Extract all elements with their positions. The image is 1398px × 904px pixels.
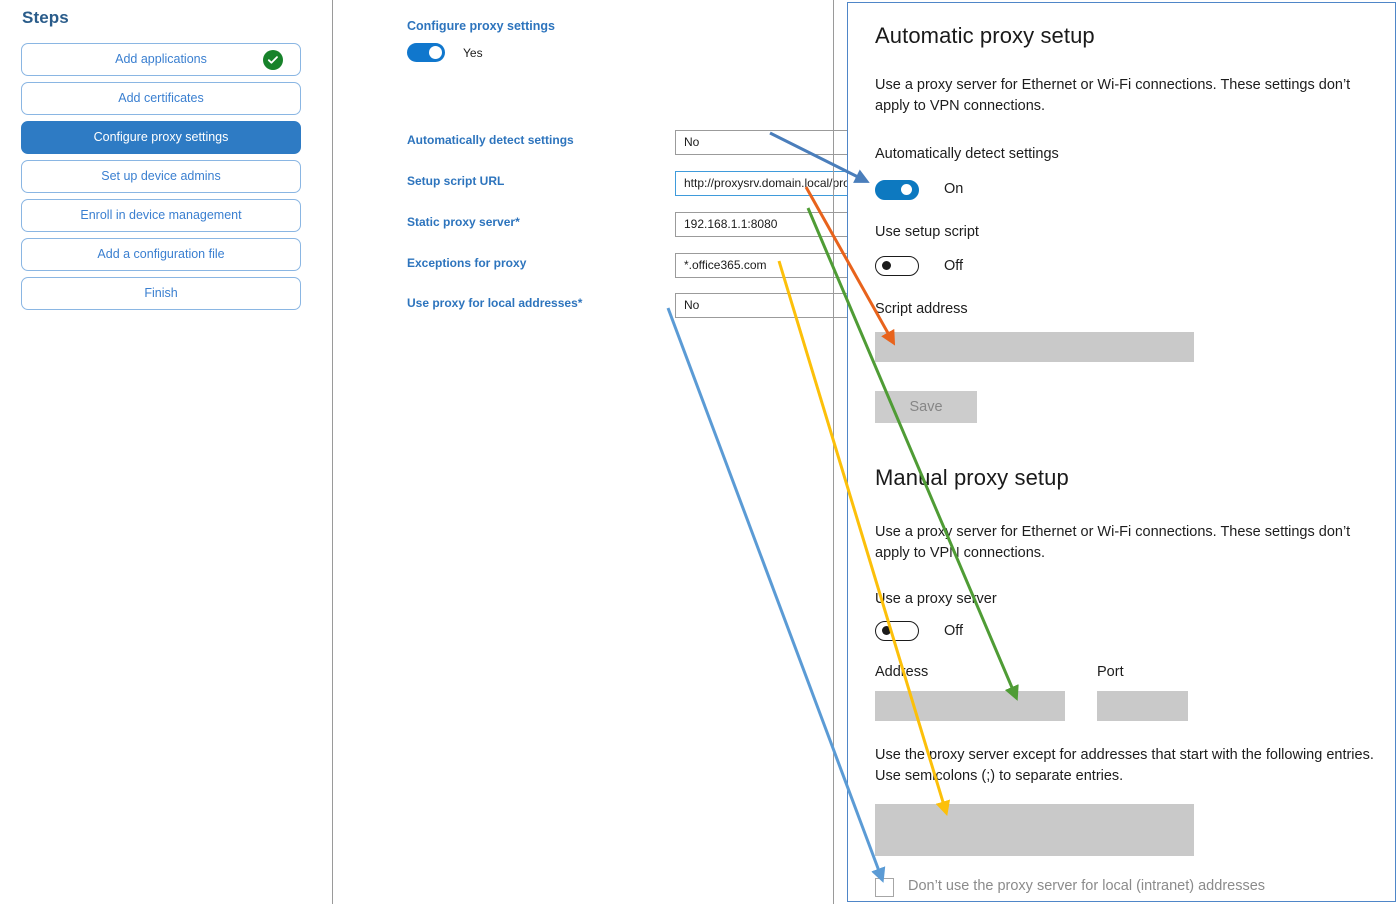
save-button-label: Save (909, 399, 943, 415)
form-heading: Configure proxy settings (407, 19, 555, 33)
select-value: No (684, 298, 700, 312)
script-address-label: Script address (875, 301, 968, 317)
use-a-proxy-server-toggle[interactable] (875, 621, 919, 641)
step-label: Enroll in device management (80, 208, 242, 222)
windows-proxy-settings-screenshot: Automatic proxy setup Use a proxy server… (847, 2, 1396, 902)
field-label: Exceptions for proxy (407, 256, 527, 270)
step-configure-proxy-settings[interactable]: Configure proxy settings (21, 121, 301, 154)
field-label: Use proxy for local addresses* (407, 296, 583, 310)
exceptions-description: Use the proxy server except for addresse… (875, 747, 1374, 784)
select-value: No (684, 135, 700, 149)
toggle-knob (901, 184, 912, 195)
toggle-knob (882, 626, 891, 635)
steps-panel: Steps Add applications Add certificates … (0, 0, 333, 904)
local-intranet-checkbox[interactable] (875, 878, 894, 897)
step-label: Add a configuration file (97, 247, 225, 261)
input-value: *.office365.com (684, 258, 767, 272)
step-label: Add applications (115, 52, 207, 66)
field-label: Automatically detect settings (407, 133, 574, 147)
step-enroll-in-device-management[interactable]: Enroll in device management (21, 199, 301, 232)
use-setup-script-toggle[interactable] (875, 256, 919, 276)
automatic-proxy-setup-description: Use a proxy server for Ethernet or Wi-Fi… (875, 77, 1351, 114)
toggle-knob (882, 261, 891, 270)
field-label: Static proxy server* (407, 215, 520, 229)
use-setup-script-state: Off (944, 258, 964, 274)
steps-title: Steps (22, 8, 69, 27)
step-label: Configure proxy settings (93, 130, 229, 144)
configure-proxy-toggle-label: Yes (463, 45, 483, 60)
script-address-input[interactable] (875, 332, 1194, 362)
step-set-up-device-admins[interactable]: Set up device admins (21, 160, 301, 193)
use-a-proxy-server-label: Use a proxy server (875, 591, 997, 607)
address-label: Address (875, 664, 929, 680)
step-add-certificates[interactable]: Add certificates (21, 82, 301, 115)
configure-proxy-toggle[interactable] (407, 43, 445, 62)
panel-divider (833, 0, 834, 904)
required-marker: * (515, 215, 520, 229)
port-input[interactable] (1097, 691, 1188, 721)
use-setup-script-label: Use setup script (875, 224, 979, 240)
toggle-knob (429, 46, 442, 59)
port-label: Port (1097, 664, 1124, 680)
use-a-proxy-server-state: Off (944, 623, 964, 639)
save-button[interactable]: Save (875, 391, 977, 423)
automatically-detect-settings-label: Automatically detect settings (875, 146, 1059, 162)
step-label: Finish (144, 286, 178, 300)
configure-proxy-toggle-row: Yes (407, 43, 483, 62)
input-value: 192.168.1.1:8080 (684, 217, 778, 231)
step-label: Add certificates (118, 91, 204, 105)
exceptions-input[interactable] (875, 804, 1194, 856)
address-input[interactable] (875, 691, 1065, 721)
manual-proxy-setup-heading: Manual proxy setup (875, 465, 1069, 490)
required-marker: * (577, 296, 583, 310)
proxy-form-panel: Configure proxy settings Yes Automatical… (333, 0, 885, 904)
step-add-a-configuration-file[interactable]: Add a configuration file (21, 238, 301, 271)
check-circle-icon (263, 49, 283, 70)
step-finish[interactable]: Finish (21, 277, 301, 310)
steps-list: Add applications Add certificates Config… (21, 43, 301, 316)
automatically-detect-settings-toggle[interactable] (875, 180, 919, 200)
manual-proxy-setup-description: Use a proxy server for Ethernet or Wi-Fi… (875, 524, 1351, 561)
automatically-detect-settings-state: On (944, 181, 964, 197)
step-add-applications[interactable]: Add applications (21, 43, 301, 76)
field-label: Setup script URL (407, 174, 505, 188)
automatic-proxy-setup-heading: Automatic proxy setup (875, 23, 1095, 48)
step-label: Set up device admins (101, 169, 221, 183)
local-intranet-checkbox-label: Don’t use the proxy server for local (in… (908, 878, 1266, 894)
